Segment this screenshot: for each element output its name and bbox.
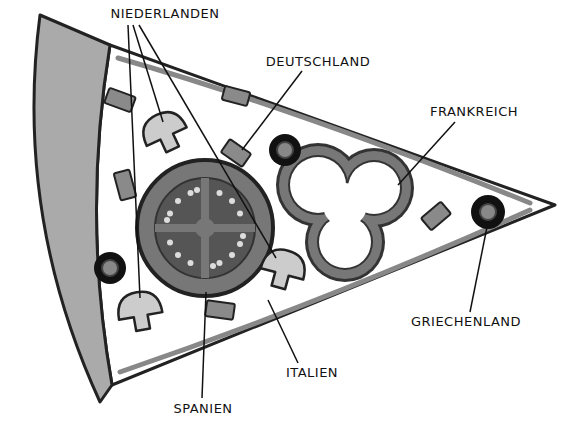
seed [229, 252, 235, 258]
country-label: SPANIEN [171, 401, 234, 416]
seed [167, 211, 173, 217]
ham-strip [114, 169, 137, 200]
tomato-flesh [155, 178, 255, 278]
seed [164, 217, 170, 223]
seed [175, 252, 181, 258]
seed [237, 241, 243, 247]
ham-strip [421, 202, 451, 231]
mushroom [137, 106, 193, 159]
mushrooms [115, 106, 310, 334]
seed [240, 233, 246, 239]
tomato-core [195, 218, 215, 238]
olive-hole [102, 260, 118, 276]
olive [94, 252, 126, 284]
seed [217, 260, 223, 266]
seed [175, 198, 181, 204]
tomato-slice [137, 160, 273, 296]
leader-line [242, 71, 302, 150]
ham-strip [222, 86, 251, 106]
leader-line [398, 122, 455, 185]
seed [194, 187, 200, 193]
seed [188, 190, 194, 196]
olive [269, 134, 301, 166]
seed [217, 190, 223, 196]
country-label: DEUTSCHLAND [264, 54, 372, 69]
country-label: FRANKREICH [428, 104, 520, 119]
country-label: GRIECHENLAND [409, 314, 523, 329]
olives [94, 134, 505, 284]
olive-hole [480, 204, 496, 220]
seed [210, 263, 216, 269]
cheese-slice [96, 45, 555, 385]
pepper-inside [323, 183, 367, 227]
seed [237, 211, 243, 217]
country-label: NIEDERLANDEN [108, 6, 221, 21]
leader-line [202, 292, 206, 398]
leader-line [139, 25, 276, 258]
crust [34, 15, 112, 402]
seed [188, 260, 194, 266]
olive-hole [277, 142, 293, 158]
leader-lines [128, 25, 488, 398]
leader-line [128, 25, 140, 298]
leader-line [470, 222, 488, 312]
seed [167, 240, 173, 246]
seed [229, 198, 235, 204]
tomato-skin [137, 160, 273, 296]
tomato-seeds [164, 187, 246, 269]
ham-strip [205, 300, 235, 320]
country-label: ITALIEN [284, 365, 340, 380]
mushroom [257, 245, 309, 293]
ham-strips [104, 86, 451, 320]
leader-line [268, 300, 298, 363]
